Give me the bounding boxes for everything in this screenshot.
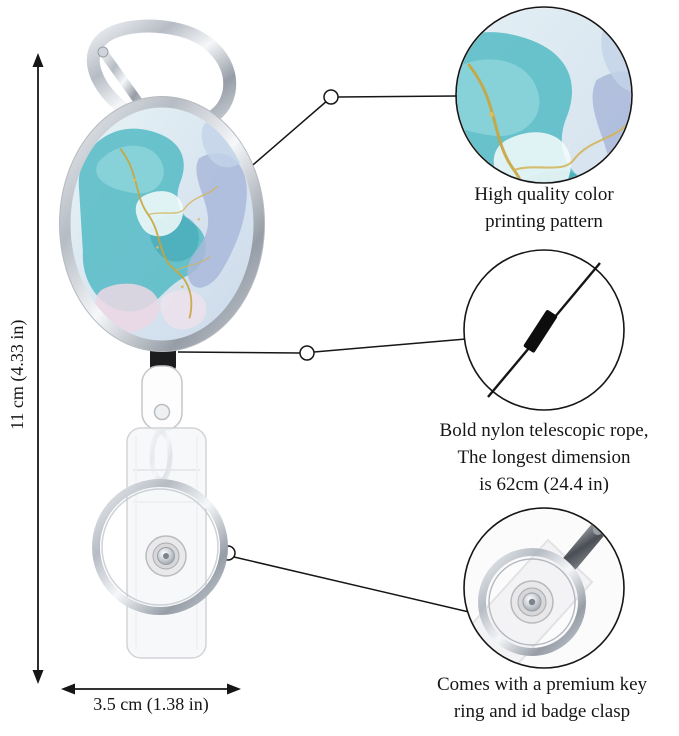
cord-tab <box>141 365 183 431</box>
badge-reel-body <box>59 96 265 352</box>
arrow-down-icon <box>32 670 44 684</box>
width-dimension-arrow <box>61 683 241 695</box>
callout-text-rope: Bold nylon telescopic rope, The longest … <box>439 420 649 495</box>
height-dimension-label: 11 cm (4.33 in) <box>7 319 28 430</box>
callout-circle-keyring <box>463 507 625 669</box>
callout-connector-pattern <box>246 89 458 171</box>
width-dimension-label: 3.5 cm (1.38 in) <box>93 694 209 714</box>
height-dimension-arrow <box>32 53 44 684</box>
callout-circle-rope <box>463 249 625 411</box>
carabiner-gate <box>98 47 148 113</box>
arrow-left-icon <box>61 683 75 695</box>
arrow-right-icon <box>227 683 241 695</box>
cord-tab-hole <box>153 403 171 421</box>
callout-connector-keyring <box>220 545 470 613</box>
callout-connector-rope <box>177 338 467 361</box>
zoom-ring <box>478 548 586 656</box>
chrome-rim <box>59 96 265 352</box>
callout-marker-dot <box>299 345 315 361</box>
callout-text-pattern: High quality color printing pattern <box>474 184 614 232</box>
key-ring <box>92 479 228 615</box>
rope-thick-segment <box>523 310 558 353</box>
arrow-up-icon <box>32 53 44 67</box>
snap-button <box>145 535 187 577</box>
marble-pattern <box>70 107 254 341</box>
callout-circle-pattern <box>455 6 633 184</box>
callout-text-keyring: Comes with a premium key ring and id bad… <box>436 674 648 722</box>
callout-marker-dot <box>323 89 339 105</box>
